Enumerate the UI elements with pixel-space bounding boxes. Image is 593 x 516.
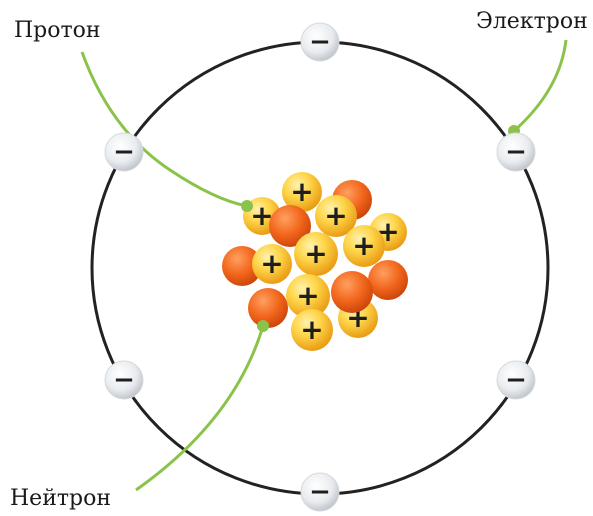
neutron-particle — [248, 288, 288, 328]
plus-sign: + — [324, 199, 347, 232]
plus-sign: + — [304, 237, 327, 270]
plus-sign: + — [352, 229, 375, 262]
minus-sign: − — [113, 365, 135, 395]
plus-sign: + — [296, 279, 319, 312]
plus-sign: + — [290, 175, 313, 208]
neutron-particle — [331, 271, 373, 313]
proton-particle: + — [291, 309, 333, 351]
nucleus: ++++++++++ — [222, 172, 408, 351]
minus-sign: − — [505, 365, 527, 395]
proton-pointer-line — [82, 52, 247, 206]
electron-particle: − — [497, 361, 535, 399]
neutron-particle — [368, 260, 408, 300]
electron-label: Электрон — [476, 11, 588, 33]
plus-sign: + — [300, 313, 323, 346]
plus-sign: + — [260, 247, 283, 280]
proton-particle: + — [294, 232, 338, 276]
minus-sign: − — [505, 137, 527, 167]
electron-particle: − — [105, 133, 143, 171]
neutron-label: Нейтрон — [10, 488, 111, 510]
electron-particle: − — [105, 361, 143, 399]
electron-particle: − — [301, 23, 339, 61]
electron-particle: − — [301, 473, 339, 511]
minus-sign: − — [113, 137, 135, 167]
minus-sign: − — [309, 477, 331, 507]
minus-sign: − — [309, 27, 331, 57]
proton-particle: + — [343, 225, 385, 267]
proton-pointer-dot — [241, 200, 253, 212]
neutron-pointer-dot — [257, 320, 269, 332]
electron-particle: − — [497, 133, 535, 171]
proton-particle: + — [252, 244, 292, 284]
neutron-pointer-line — [136, 326, 263, 490]
electron-pointer-line — [514, 40, 566, 131]
proton-label: Протон — [14, 20, 101, 42]
